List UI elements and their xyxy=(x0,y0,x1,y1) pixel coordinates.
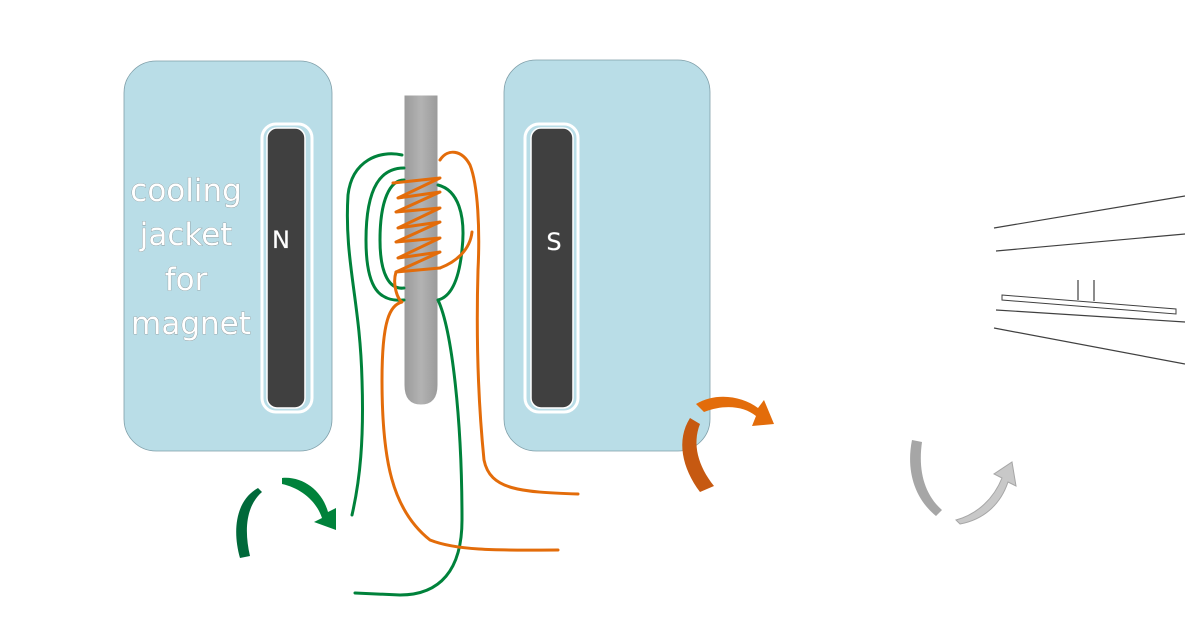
jacket-label-line-3: for xyxy=(165,262,208,298)
sample-probe xyxy=(403,94,439,406)
spectrum-display xyxy=(993,195,1185,365)
north-pole xyxy=(266,127,306,409)
orange-arrow xyxy=(682,396,774,492)
north-pole-outline xyxy=(260,122,314,414)
jacket-label: cooling jacket for magnet xyxy=(130,173,251,342)
orange-coil-wire xyxy=(380,150,580,552)
jacket-label-line-2: jacket xyxy=(139,217,233,253)
left-magnet: N cooling jacket for magnet xyxy=(123,60,333,452)
green-arrow xyxy=(236,477,336,558)
green-coil-wire xyxy=(345,152,465,597)
grey-arrow xyxy=(910,440,1017,525)
right-magnet: S xyxy=(503,59,711,452)
south-pole-outline xyxy=(523,122,580,414)
spectrum-baseline xyxy=(1001,294,1177,315)
south-pole-label: S xyxy=(546,228,561,256)
jacket-label-line-1: cooling xyxy=(130,173,242,209)
jacket-label-line-4: magnet xyxy=(131,306,251,342)
north-pole-label: N xyxy=(272,226,290,254)
south-pole xyxy=(530,127,574,409)
